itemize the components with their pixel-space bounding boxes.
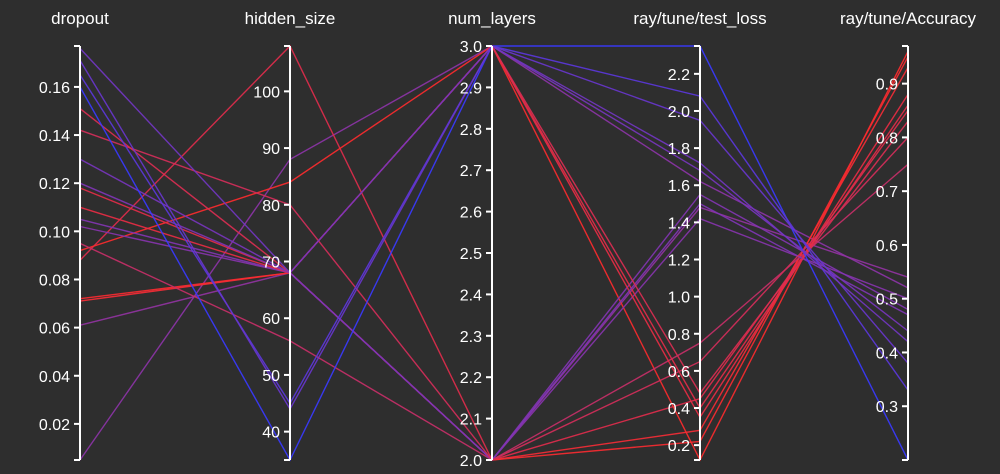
axis-num_layers: num_layers 2.0 2.1 2.2 2.3 2.4 2.5 2.6 2.7 2.8 2.9… [448, 9, 536, 470]
axis-dropout: dropout 0.02 0.04 0.06 0.08 0.10 0.12 0.14 0.16 [39, 9, 109, 461]
tick-label-test_loss-3: 0.8 [668, 327, 690, 344]
tick-label-hidden_size-4: 80 [262, 198, 280, 215]
trial-line-15 [79, 45, 909, 462]
trial-line-14 [79, 44, 909, 395]
tick-label-num_layers-8: 2.8 [460, 122, 482, 139]
tick-label-accuracy-4: 0.7 [876, 184, 898, 201]
tick-label-hidden_size-3: 70 [262, 255, 280, 272]
tick-label-dropout-1: 0.04 [39, 369, 70, 386]
tick-label-dropout-6: 0.14 [39, 128, 70, 145]
tick-label-test_loss-5: 1.2 [668, 252, 690, 269]
axis-hidden_size: hidden_size 40 50 60 70 80 90 100 [245, 9, 336, 461]
trial-line-5 [79, 44, 909, 462]
tick-label-hidden_size-2: 60 [262, 311, 280, 328]
tick-label-test_loss-7: 1.6 [668, 178, 690, 195]
tick-label-num_layers-3: 2.3 [460, 329, 482, 346]
tick-label-test_loss-2: 0.6 [668, 364, 690, 381]
tick-label-dropout-0: 0.02 [39, 417, 70, 434]
tick-label-accuracy-2: 0.5 [876, 292, 898, 309]
tick-label-hidden_size-6: 100 [253, 84, 280, 101]
tick-label-test_loss-4: 1.0 [668, 290, 690, 307]
tick-label-dropout-5: 0.12 [39, 176, 70, 193]
tick-label-test_loss-8: 1.8 [668, 141, 690, 158]
tick-label-dropout-4: 0.10 [39, 224, 70, 241]
trial-line-6 [79, 163, 909, 461]
tick-label-test_loss-1: 0.4 [668, 401, 690, 418]
trial-line-9 [79, 44, 909, 419]
tick-label-num_layers-2: 2.2 [460, 370, 482, 387]
tick-label-dropout-2: 0.06 [39, 321, 70, 338]
tick-label-num_layers-10: 3.0 [460, 39, 482, 56]
tick-label-num_layers-9: 2.9 [460, 80, 482, 97]
tick-label-dropout-3: 0.08 [39, 272, 70, 289]
trial-lines [79, 44, 909, 462]
tick-label-test_loss-6: 1.4 [668, 215, 690, 232]
axis-title-hidden_size: hidden_size [245, 9, 336, 28]
tick-label-num_layers-4: 2.4 [460, 287, 482, 304]
tick-label-accuracy-6: 0.9 [876, 77, 898, 94]
tick-label-num_layers-6: 2.6 [460, 205, 482, 222]
axis-test_loss: ray/tune/test_loss 0.2 0.4 0.6 0.8 1.0 1.2 1.4 1… [633, 9, 767, 461]
axis-title-test_loss: ray/tune/test_loss [633, 9, 766, 28]
tick-label-num_layers-1: 2.1 [460, 412, 482, 429]
trial-line-0 [79, 45, 909, 461]
trial-line-4 [79, 44, 909, 461]
tick-label-test_loss-10: 2.2 [668, 67, 690, 84]
tick-label-dropout-7: 0.16 [39, 80, 70, 97]
tick-label-accuracy-3: 0.6 [876, 238, 898, 255]
trial-line-7 [79, 217, 909, 462]
tick-label-num_layers-0: 2.0 [460, 453, 482, 470]
tick-label-num_layers-7: 2.7 [460, 163, 482, 180]
tick-label-accuracy-0: 0.3 [876, 399, 898, 416]
axis-accuracy: ray/tune/Accuracy 0.3 0.4 0.5 0.6 0.7 0.8 0.9 [840, 9, 977, 461]
axis-title-dropout: dropout [51, 9, 109, 28]
tick-label-hidden_size-1: 50 [262, 368, 280, 385]
axis-title-num_layers: num_layers [448, 9, 536, 28]
tick-label-test_loss-9: 2.0 [668, 104, 690, 121]
tick-label-test_loss-0: 0.2 [668, 438, 690, 455]
trial-line-3 [79, 56, 909, 461]
axes: dropout 0.02 0.04 0.06 0.08 0.10 0.12 0.14 0.16 h… [39, 9, 977, 470]
tick-label-hidden_size-5: 90 [262, 141, 280, 158]
tick-label-hidden_size-0: 40 [262, 425, 280, 442]
tick-label-num_layers-5: 2.5 [460, 246, 482, 263]
tick-label-accuracy-1: 0.4 [876, 345, 898, 362]
trial-line-17 [79, 45, 909, 411]
trial-line-2 [79, 67, 909, 461]
trial-line-18 [79, 45, 909, 343]
axis-title-accuracy: ray/tune/Accuracy [840, 9, 977, 28]
tick-label-accuracy-5: 0.8 [876, 130, 898, 147]
